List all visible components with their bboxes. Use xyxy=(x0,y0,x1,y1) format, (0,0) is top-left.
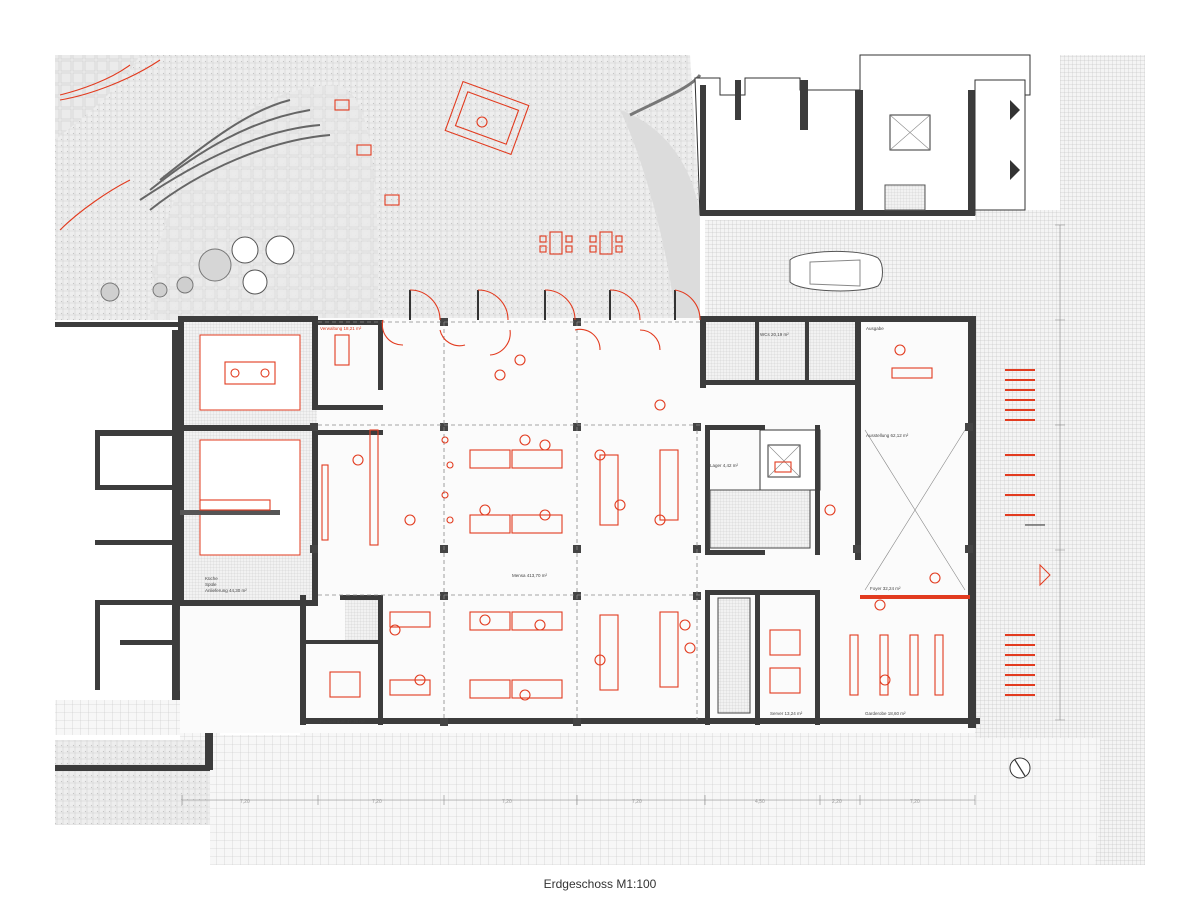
room-label-garderobe: Garderobe 18,60 m² xyxy=(865,711,906,716)
dimension-label-5: 4,50 xyxy=(755,799,765,805)
entrance-doors xyxy=(381,289,701,356)
main-building xyxy=(178,316,980,733)
room-labels: Verwaltung 18,21 m² Küche Spüle Anliefer… xyxy=(205,326,909,724)
dimension-label-1: 7,20 xyxy=(240,799,250,805)
room-label-verwaltung: Verwaltung 18,21 m² xyxy=(320,326,362,331)
room-label-mensa: Mensa 413,70 m² xyxy=(512,573,548,578)
room-label-ausstellung: Ausstellung 62,12 m² xyxy=(866,433,909,438)
people-markers xyxy=(352,344,941,701)
drawing-title: Erdgeschoss M1:100 xyxy=(544,877,657,891)
dimension-label-4: 7,20 xyxy=(632,799,642,805)
car-icon xyxy=(789,251,883,292)
dimension-label-7: 7,20 xyxy=(910,799,920,805)
room-label-ausgabe: Ausgabe xyxy=(866,326,884,331)
room-label-spuele: Spüle xyxy=(205,582,217,587)
stair-icon xyxy=(709,489,811,714)
dimension-lines: 7,20 7,20 7,20 7,20 4,50 2,20 7,20 xyxy=(181,224,1065,805)
room-label-kueche: Küche xyxy=(205,576,218,581)
room-label-wc: WCs 20,19 m² xyxy=(760,332,789,337)
dimension-label-6: 2,20 xyxy=(832,799,842,805)
elevator-icon xyxy=(767,444,801,478)
mensa-tables xyxy=(321,367,944,699)
tree-icon xyxy=(100,235,295,302)
dimension-label-2: 7,20 xyxy=(372,799,382,805)
room-label-lager: Lager 4,42 m² xyxy=(710,463,739,468)
outdoor-tables xyxy=(334,99,623,255)
bicycle-parking xyxy=(1005,369,1051,696)
dimension-label-3: 7,20 xyxy=(502,799,512,805)
kitchen-furniture xyxy=(199,334,350,511)
neighbour-building xyxy=(694,54,1031,216)
room-label-pausenraum: Pausenraum 47,36 m² xyxy=(320,719,365,724)
room-label-server: Server 13,24 m² xyxy=(770,711,803,716)
room-label-anlieferung: Anlieferung 44,30 m² xyxy=(205,588,247,593)
north-arrow-icon xyxy=(1009,757,1031,779)
pavilion xyxy=(444,80,530,156)
landscape-accents xyxy=(59,59,702,231)
room-label-foyer: Foyer 32,24 m² xyxy=(870,586,901,591)
